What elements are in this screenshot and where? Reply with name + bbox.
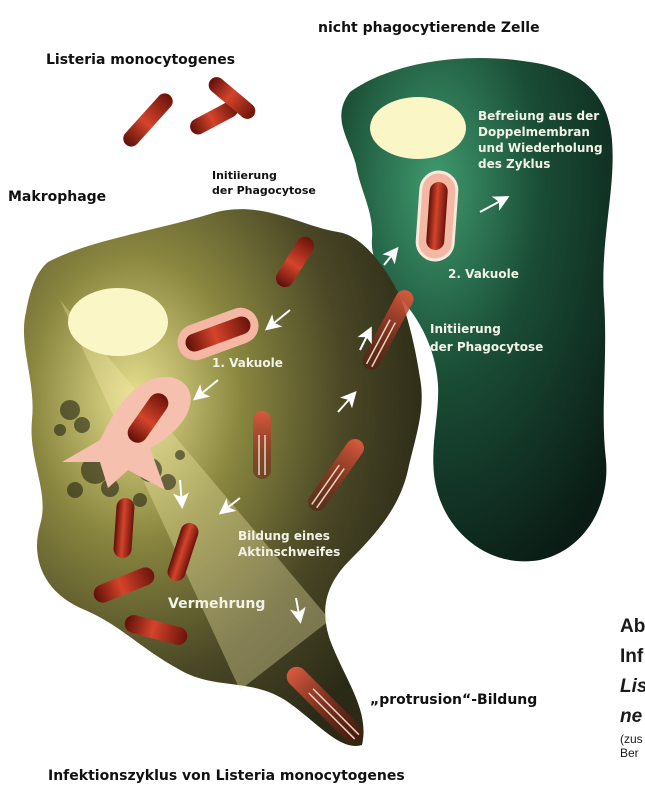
caption-line-3: Lis <box>620 672 645 702</box>
liberation-label: Befreiung aus der Doppelmembran und Wied… <box>478 108 603 172</box>
non-phagocytic-cell-label: nicht phagocytierende Zelle <box>318 20 540 36</box>
caption-line-5: (zus <box>620 732 645 746</box>
green-cell-nucleus <box>370 97 466 159</box>
macrophage-label: Makrophage <box>8 189 106 205</box>
initiation-phagocytosis-2-label: Initiierung der Phagocytose <box>430 320 543 356</box>
initiation-phagocytosis-1-label: Initiierung der Phagocytose <box>212 168 316 198</box>
liberation-line-3: und Wiederholung <box>478 140 603 156</box>
multiplication-label: Vermehrung <box>168 596 265 612</box>
actin-tail-line-1: Bildung eines <box>238 528 340 544</box>
vacuole-2-label: 2. Vakuole <box>448 266 519 282</box>
liberation-line-2: Doppelmembran <box>478 124 603 140</box>
initiation-2-line-2: der Phagocytose <box>430 338 543 356</box>
caption-line-2: Inf <box>620 642 645 672</box>
liberation-line-1: Befreiung aus der <box>478 108 603 124</box>
caption-line-4: ne <box>620 702 645 732</box>
cycle-title: Infektionszyklus von Listeria monocytoge… <box>48 768 405 784</box>
initiation-1-line-1: Initiierung <box>212 168 316 183</box>
initiation-1-line-2: der Phagocytose <box>212 183 316 198</box>
protrusion-label: „protrusion“-Bildung <box>370 692 537 708</box>
liberation-line-4: des Zyklus <box>478 156 603 172</box>
vacuole-1-label: 1. Vakuole <box>212 355 283 371</box>
bacterium <box>120 90 176 150</box>
caption-line-1: Ab <box>620 612 645 642</box>
actin-tail-line-2: Aktinschweifes <box>238 544 340 560</box>
caption-line-6: Ber <box>620 746 645 760</box>
initiation-2-line-1: Initiierung <box>430 320 543 338</box>
figure-caption: Ab Inf Lis ne (zus Ber <box>620 612 645 760</box>
macrophage-nucleus <box>68 288 168 356</box>
actin-tail-label: Bildung eines Aktinschweifes <box>238 528 340 560</box>
listeria-label: Listeria monocytogenes <box>46 52 235 68</box>
